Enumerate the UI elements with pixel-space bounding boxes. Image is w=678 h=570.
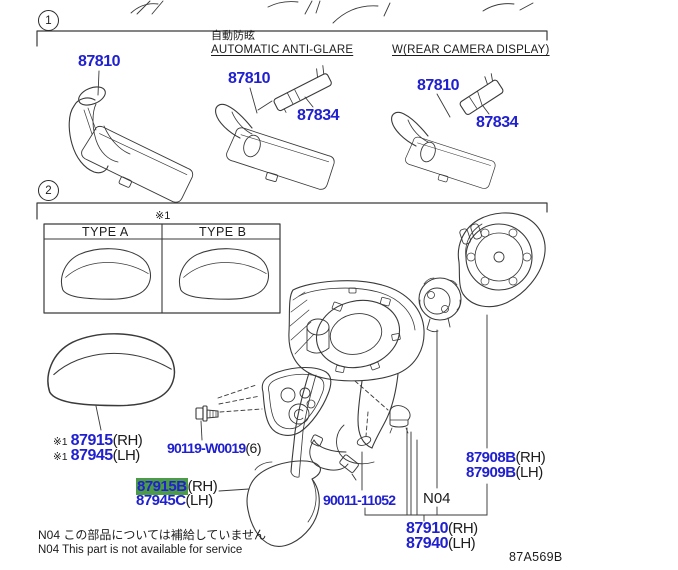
leader-lines bbox=[361, 314, 488, 522]
side-marker: (LH) bbox=[515, 464, 544, 481]
ref-mark: ※1 bbox=[53, 451, 68, 463]
part-number[interactable]: 87910 bbox=[406, 520, 449, 537]
mirror-cover-artwork bbox=[47, 333, 176, 431]
mirror-foot-artwork bbox=[290, 372, 399, 478]
section-1-badge: 1 bbox=[38, 10, 59, 31]
type-table bbox=[43, 223, 281, 314]
n04-marker: N04 bbox=[423, 490, 451, 507]
inner-mirror-camera bbox=[391, 93, 499, 200]
mirror-glass-artwork bbox=[457, 212, 546, 308]
part-number[interactable]: 90119-W0019 bbox=[167, 440, 246, 456]
section-2-number: 2 bbox=[45, 184, 52, 197]
part-number[interactable]: 87915 bbox=[70, 432, 114, 449]
part-label-lower-cover-lh[interactable]: 87945C(LH) bbox=[136, 493, 213, 509]
part-label-assy-lh[interactable]: 87940(LH) bbox=[406, 535, 476, 552]
section-1-number: 1 bbox=[45, 14, 52, 27]
table-header-type-a: TYPE A bbox=[82, 225, 129, 239]
part-label-87810-antiglare[interactable]: 87810 bbox=[228, 70, 271, 87]
antiglare-header-en: AUTOMATIC ANTI-GLARE bbox=[211, 44, 354, 56]
side-marker: (RH) bbox=[448, 520, 478, 537]
side-marker: (RH) bbox=[187, 478, 218, 495]
part-label-87810-standard[interactable]: 87810 bbox=[78, 53, 121, 70]
part-number[interactable]: 87909B bbox=[466, 464, 516, 481]
grommet-artwork bbox=[356, 411, 372, 446]
part-label-glass-lh[interactable]: 87909B(LH) bbox=[466, 465, 543, 481]
part-number[interactable]: 87940 bbox=[406, 535, 449, 552]
ref-mark: ※1 bbox=[53, 436, 68, 448]
side-marker: (RH) bbox=[112, 432, 143, 449]
section-1-bracket bbox=[36, 30, 548, 47]
part-label-assy-rh[interactable]: 87910(RH) bbox=[406, 521, 478, 537]
part-label-87834-camera[interactable]: 87834 bbox=[476, 114, 519, 131]
side-marker: (LH) bbox=[185, 492, 214, 509]
table-ref-note: ※1 bbox=[155, 210, 171, 222]
part-label-grommet[interactable]: 90011-11052 bbox=[323, 492, 396, 508]
part-label-lower-cover-rh[interactable]: 87915B(RH) bbox=[136, 478, 218, 495]
part-label-glass-rh[interactable]: 87908B(RH) bbox=[466, 449, 546, 466]
part-number[interactable]: 87945 bbox=[70, 447, 114, 464]
part-label-87834-antiglare[interactable]: 87834 bbox=[297, 107, 340, 124]
wire-harness-artwork bbox=[309, 434, 359, 481]
side-marker: (LH) bbox=[112, 447, 141, 464]
antiglare-header-jp: 自動防眩 bbox=[211, 30, 255, 42]
part-number[interactable]: 87945C bbox=[136, 492, 186, 509]
quantity: (6) bbox=[245, 440, 262, 456]
table-header-type-b: TYPE B bbox=[199, 225, 247, 239]
mirror-housing-artwork bbox=[288, 280, 425, 382]
actuator-artwork bbox=[418, 277, 462, 333]
footnote-en: N04 This part is not available for servi… bbox=[38, 544, 243, 556]
side-marker: (RH) bbox=[515, 449, 546, 466]
inner-mirror-standard bbox=[68, 70, 198, 217]
section-2-bracket bbox=[36, 202, 548, 220]
screw-artwork bbox=[195, 405, 219, 441]
screw-dashed-leaders bbox=[217, 384, 263, 413]
side-marker: (LH) bbox=[448, 535, 476, 552]
section-2-badge: 2 bbox=[38, 180, 59, 201]
part-number[interactable]: 87908B bbox=[466, 449, 516, 466]
part-number-highlighted[interactable]: 87915B bbox=[136, 478, 188, 495]
part-label-screw[interactable]: 90119-W0019(6) bbox=[167, 440, 262, 457]
inner-mirror-antiglare bbox=[215, 87, 339, 204]
backing-plate-artwork bbox=[261, 366, 332, 436]
clip-artwork bbox=[354, 380, 411, 434]
footnote-jp: N04 この部品については補給していません bbox=[38, 528, 267, 542]
corner-cover-artwork bbox=[218, 460, 321, 547]
rear-camera-header: W(REAR CAMERA DISPLAY) bbox=[392, 44, 550, 56]
figure-code: 87A569B bbox=[509, 550, 563, 564]
camera-sensor bbox=[459, 73, 504, 115]
part-label-87810-camera[interactable]: 87810 bbox=[417, 77, 460, 94]
antiglare-sensor bbox=[273, 65, 332, 113]
cropped-sketch-fragments bbox=[130, 0, 534, 24]
